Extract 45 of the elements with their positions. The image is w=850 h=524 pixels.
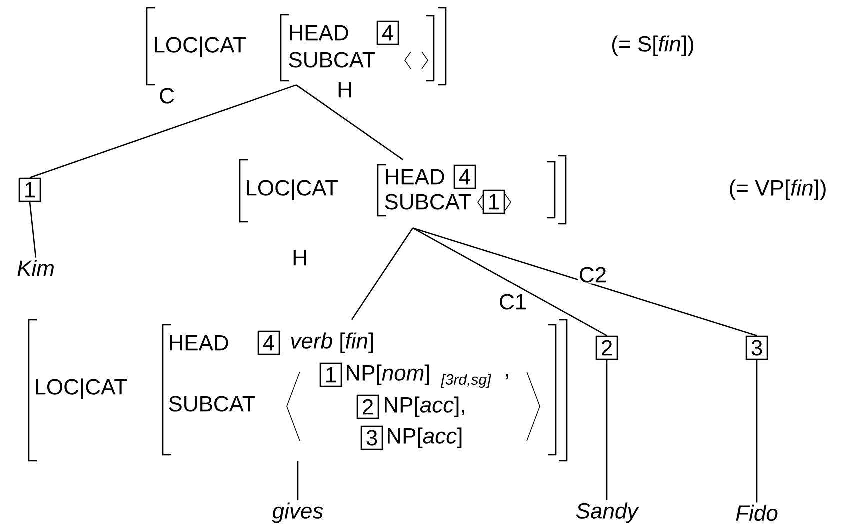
value-text: NP[acc], (385, 396, 464, 418)
feature-label: SUBCAT (289, 52, 376, 68)
feature-label: LOC|CAT (155, 36, 246, 58)
tag-box: 4 (454, 164, 476, 190)
feature-label: HEAD (170, 335, 228, 351)
value-text: NP[acc] (388, 428, 462, 448)
word-label: Fido (736, 504, 778, 522)
feature-label: SUBCAT (385, 194, 472, 210)
category-label: (= S[fin]) (612, 36, 694, 56)
feature-label: LOC|CAT (36, 378, 128, 400)
tag-box: 4 (376, 20, 400, 46)
edge-label: C1 (498, 293, 528, 311)
value-text: NP[nom] (347, 364, 430, 386)
edge-label: H (336, 81, 354, 99)
tree-branch (296, 84, 404, 160)
tree-branch (756, 360, 758, 503)
value-text: verb [fin] (291, 332, 373, 354)
category-label: (= VP[fin]) (730, 180, 826, 200)
tree-branch (606, 360, 608, 501)
feature-label: HEAD (290, 25, 348, 41)
word-label: gives (272, 502, 324, 524)
subscript-text: [3rd,sg] (440, 374, 492, 388)
tree-branch (412, 228, 608, 336)
tag-box: 2 (356, 394, 380, 420)
tag-box: 1 (482, 190, 506, 214)
feature-label: HEAD (386, 169, 444, 185)
tree-branch (412, 228, 758, 336)
edge-label: H (291, 249, 309, 267)
tree-branch (30, 84, 297, 178)
tree-branch (29, 202, 37, 258)
tree-branch (351, 228, 414, 320)
value-text: , (506, 374, 508, 380)
tag-box: 2 (596, 336, 618, 360)
tag-box: 4 (258, 330, 280, 356)
word-label: Kim (18, 260, 54, 276)
tag-box: 3 (360, 426, 384, 450)
edge-label: C2 (578, 266, 608, 284)
tree-branch (297, 461, 299, 501)
feature-label: LOC|CAT (247, 180, 338, 200)
word-label: Sandy (576, 502, 640, 524)
edge-label: C (158, 87, 176, 105)
tag-box: 1 (18, 178, 42, 202)
tag-box: 1 (320, 362, 342, 388)
tag-box: 3 (746, 336, 768, 360)
feature-label: SUBCAT (169, 396, 256, 412)
